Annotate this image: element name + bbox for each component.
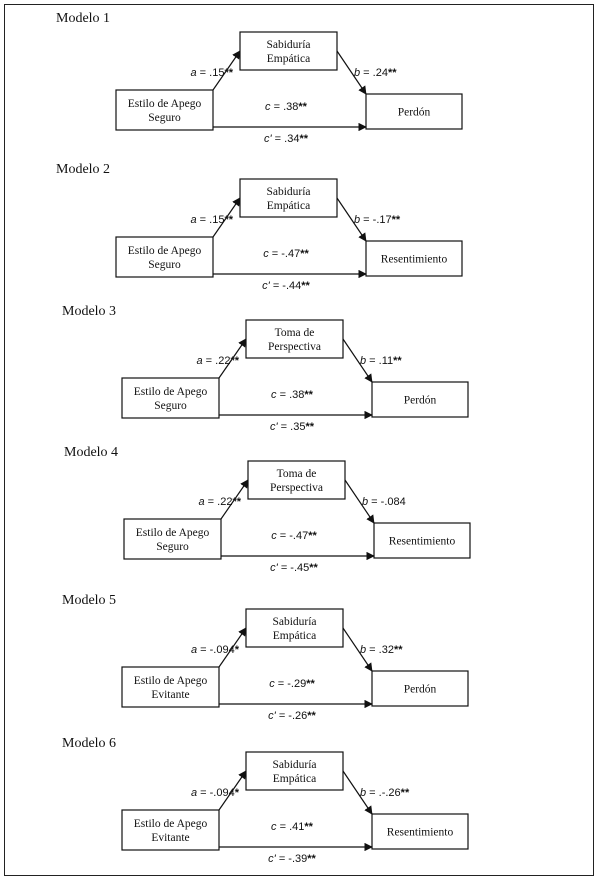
mediator-box [245, 319, 344, 359]
mediator-label-line: Sabiduría [272, 759, 316, 771]
path-b-arrow [336, 50, 367, 95]
outcome-label-line: Resentimiento [381, 254, 448, 266]
coef-b: b = .32** [360, 644, 403, 656]
mediator-label-line: Perspectiva [270, 482, 323, 494]
path-b-arrow [336, 197, 367, 242]
path-b-arrow [342, 627, 373, 672]
outcome-label-line: Resentimiento [387, 827, 454, 839]
predictor-box [115, 89, 214, 131]
predictor-box [115, 236, 214, 278]
mediator-label-line: Toma de [275, 327, 315, 339]
outcome-box [371, 670, 469, 707]
mediator-label-line: Toma de [277, 468, 317, 480]
outcome-label-line: Perdón [404, 395, 437, 407]
coef-c-prime: c' = -.44** [262, 280, 310, 292]
mediator-box [239, 31, 338, 71]
predictor-label-line: Seguro [156, 541, 189, 553]
outcome-box [371, 381, 469, 418]
coef-c-prime: c' = -.26** [268, 710, 316, 722]
predictor-box [121, 666, 220, 708]
predictor-label-line: Estilo de Apego [128, 98, 202, 110]
path-a-arrow [218, 338, 247, 379]
predictor-label-line: Seguro [148, 112, 181, 124]
coef-c-prime: c' = -.45** [270, 562, 318, 574]
path-a-arrow [218, 770, 247, 811]
coef-a: a = .15** [190, 67, 233, 79]
coef-b: b = .24** [354, 67, 397, 79]
coef-b: b = -.17** [354, 214, 401, 226]
path-a-arrow [220, 479, 249, 520]
predictor-box [121, 809, 220, 851]
coef-c: c = .38** [271, 389, 314, 401]
model-title: Modelo 4 [64, 445, 118, 460]
outcome-box [373, 522, 471, 559]
coef-a: a = .22** [196, 355, 239, 367]
mediator-label-line: Empática [267, 200, 310, 212]
path-b-arrow [344, 479, 375, 524]
coef-c: c = -.47** [263, 248, 309, 260]
mediator-box [245, 608, 344, 648]
predictor-label-line: Seguro [148, 259, 181, 271]
path-b-arrow [342, 338, 373, 383]
coef-c-prime: c' = .35** [270, 421, 315, 433]
mediator-label-line: Sabiduría [272, 616, 316, 628]
coef-b: b = -.084 [362, 496, 406, 508]
outcome-box [365, 240, 463, 277]
mediator-label-line: Empática [267, 53, 310, 65]
coef-b: b = .11** [360, 355, 402, 367]
coef-c: c = -.29** [269, 678, 315, 690]
outcome-box [365, 93, 463, 130]
outcome-label-line: Resentimiento [389, 536, 456, 548]
mediator-label-line: Perspectiva [268, 341, 321, 353]
coef-b: b = .-.26** [360, 787, 410, 799]
mediator-box [247, 460, 346, 500]
mediator-label-line: Sabiduría [266, 186, 310, 198]
outcome-box [371, 813, 469, 850]
coef-a: a = -.094* [191, 787, 240, 799]
figure-frame [4, 4, 594, 876]
predictor-label-line: Estilo de Apego [134, 675, 208, 687]
model-title: Modelo 3 [62, 304, 116, 319]
path-a-arrow [218, 627, 247, 668]
model-title: Modelo 5 [62, 593, 116, 608]
path-b-arrow [342, 770, 373, 815]
coef-c-prime: c' = -.39** [268, 853, 316, 865]
outcome-label-line: Perdón [404, 684, 437, 696]
path-a-arrow [212, 50, 241, 91]
predictor-label-line: Evitante [151, 689, 189, 701]
predictor-label-line: Estilo de Apego [134, 386, 208, 398]
model-title: Modelo 2 [56, 162, 110, 177]
model-title: Modelo 6 [62, 736, 116, 751]
predictor-label-line: Estilo de Apego [136, 527, 210, 539]
mediator-label-line: Empática [273, 773, 316, 785]
outcome-label-line: Perdón [398, 107, 431, 119]
coef-c: c = .38** [265, 101, 308, 113]
predictor-label-line: Estilo de Apego [128, 245, 202, 257]
coef-a: a = -.094* [191, 644, 240, 656]
path-a-arrow [212, 197, 241, 238]
predictor-label-line: Estilo de Apego [134, 818, 208, 830]
coef-c: c = .41** [271, 821, 314, 833]
mediator-label-line: Sabiduría [266, 39, 310, 51]
predictor-box [121, 377, 220, 419]
coef-a: a = .15** [190, 214, 233, 226]
predictor-label-line: Evitante [151, 832, 189, 844]
mediator-label-line: Empática [273, 630, 316, 642]
model-title: Modelo 1 [56, 11, 110, 26]
coef-a: a = .22** [198, 496, 241, 508]
predictor-label-line: Seguro [154, 400, 187, 412]
coef-c-prime: c' = .34** [264, 133, 309, 145]
coef-c: c = -.47** [271, 530, 317, 542]
predictor-box [123, 518, 222, 560]
